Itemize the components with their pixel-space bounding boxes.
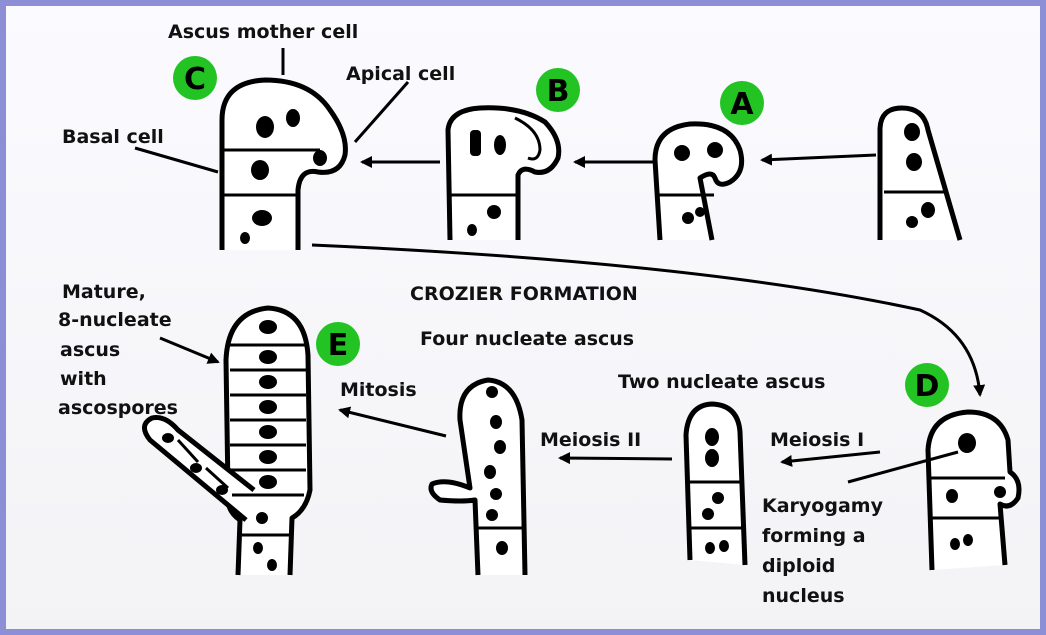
label-mature-5: ascospores [58, 397, 178, 419]
label-meiosis-ii: Meiosis II [540, 429, 641, 451]
badge-b: B [536, 68, 580, 112]
stage-d-ascus [928, 412, 1019, 570]
four-nucleate-ascus [431, 380, 525, 575]
two-nucleate-ascus [686, 404, 745, 565]
badge-d: D [905, 363, 949, 407]
diagram-title: CROZIER FORMATION [410, 283, 638, 305]
label-apical-cell: Apical cell [346, 63, 455, 85]
label-mature-1: Mature, [62, 281, 146, 303]
label-basal-cell: Basal cell [62, 126, 164, 148]
badge-e-letter: E [328, 328, 349, 363]
badge-a: A [720, 81, 764, 125]
badge-e: E [316, 322, 360, 366]
label-mature-2: 8-nucleate [58, 309, 172, 331]
hypha-initial [880, 108, 960, 240]
badge-c-letter: C [184, 62, 206, 97]
badge-c: C [173, 56, 217, 100]
label-ascus-mother-cell: Ascus mother cell [168, 21, 358, 43]
stage-a-hook [655, 124, 742, 240]
label-two-nucleate-ascus: Two nucleate ascus [618, 371, 825, 393]
label-karyogamy-1: Karyogamy [762, 495, 884, 517]
label-mature-3: ascus [60, 339, 120, 361]
label-meiosis-i: Meiosis I [770, 429, 864, 451]
stage-b-crozier [448, 108, 559, 240]
label-mitosis: Mitosis [340, 379, 417, 401]
badge-d-letter: D [915, 369, 940, 404]
label-karyogamy-2: forming a [762, 525, 866, 547]
badge-b-letter: B [547, 74, 570, 109]
label-four-nucleate-ascus: Four nucleate ascus [420, 328, 634, 350]
stage-e-mature-ascus [144, 308, 310, 575]
label-karyogamy-3: diploid [762, 555, 835, 577]
stage-c-crozier [222, 80, 345, 250]
badge-a-letter: A [730, 87, 754, 122]
label-karyogamy-4: nucleus [762, 585, 845, 607]
label-mature-4: with [60, 368, 107, 390]
